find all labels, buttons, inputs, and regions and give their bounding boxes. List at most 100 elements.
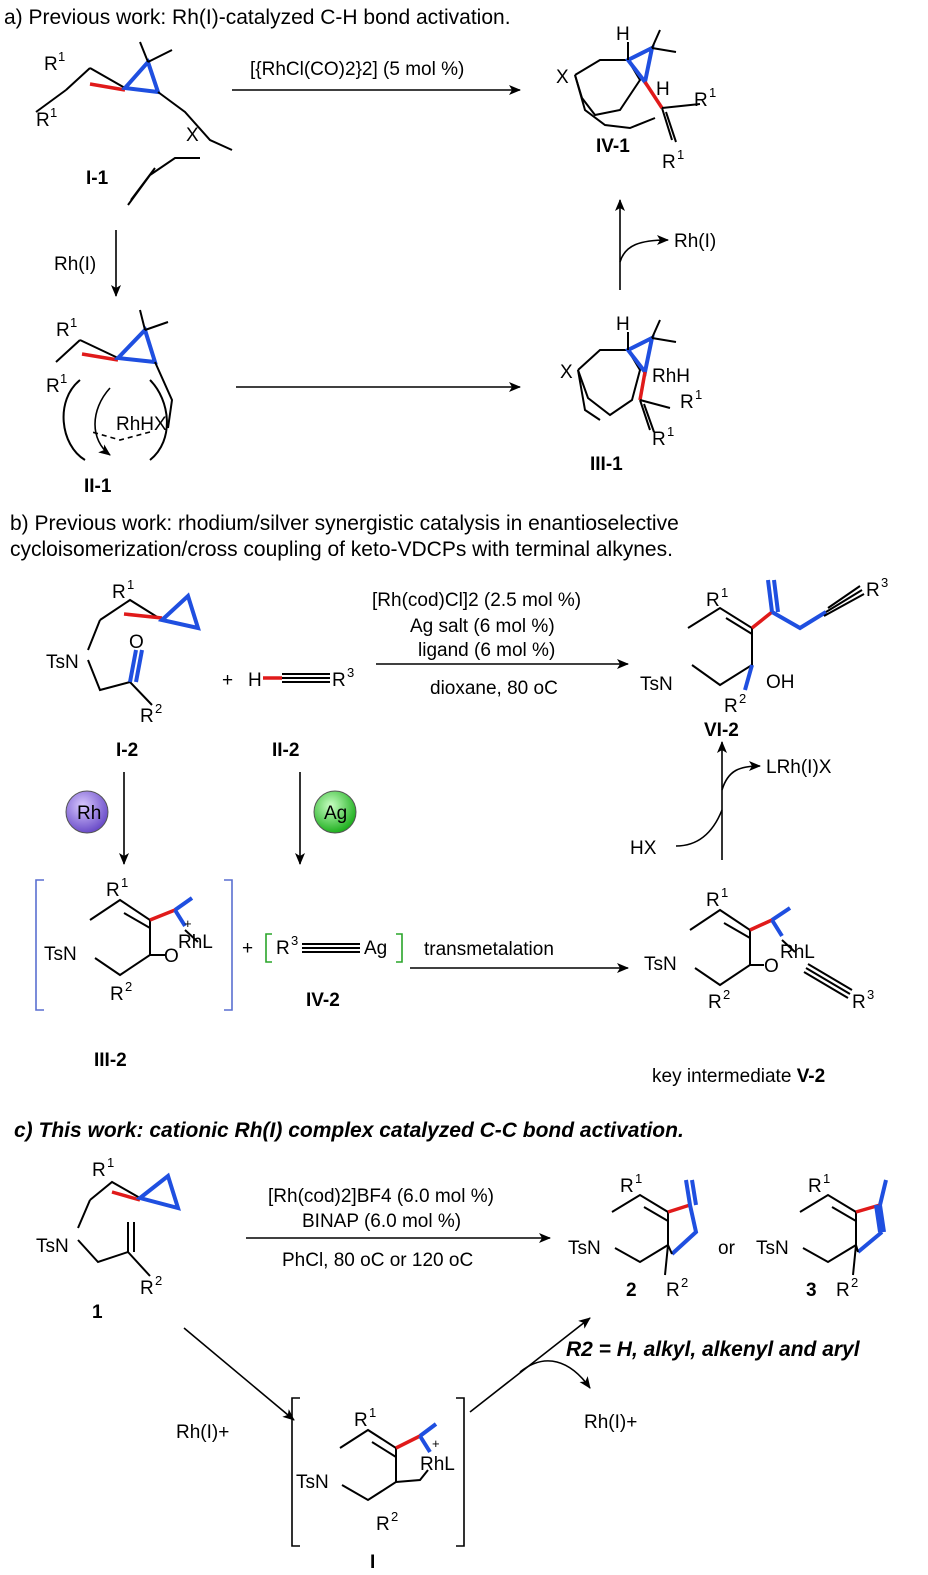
conditions-b-line4: dioxane, 80 oC [430,678,558,699]
r-label: R [652,429,666,450]
rh-catalyst-badge: Rh [65,790,109,834]
compound-label-I: I [370,1552,375,1573]
r-superscript: 1 [677,147,684,162]
curved-arrow [619,235,669,263]
r-superscript: 2 [125,979,132,994]
compound-label-I-2: I-2 [116,740,138,761]
compound-label-II-1: II-1 [84,476,112,497]
plus-sign: + [222,670,233,691]
r-label: R [112,582,126,603]
r-superscript: 1 [695,387,702,402]
compound-label-III-1: III-1 [590,454,623,475]
compound-label-IV-1: IV-1 [596,136,630,157]
x-label: X [556,67,569,88]
conditions-b-line1: [Rh(cod)Cl]2 (2.5 mol %) [372,590,581,611]
compound-label-I-1: I-1 [86,168,109,189]
r-superscript: 3 [881,575,888,590]
section-b-title-line2: cycloisomerization/cross coupling of ket… [10,538,673,561]
r-label: R [694,90,708,111]
compound-III-1-structure: X H RhH R 1 R 1 [560,314,702,450]
compound-label-IV-2: IV-2 [306,990,340,1011]
o-label: O [764,956,779,977]
r-superscript: 1 [121,875,128,890]
r-label: R [706,590,720,611]
key-intermediate-label: key intermediate V-2 [652,1066,825,1087]
rhh-label: RhH [652,366,690,387]
r-label: R [276,938,290,959]
tsn-label: TsN [36,1236,69,1257]
r-label: R [662,152,676,173]
r-label: R [92,1160,106,1181]
rhl-label: RhL [420,1454,455,1475]
compound-label-II-2: II-2 [272,740,299,761]
rh-plus-label: Rh(I)+ [176,1422,229,1443]
h-label: H [248,670,262,691]
compound-1-structure: TsN R 1 R 2 [36,1155,181,1299]
charge-label: + [432,1436,440,1451]
scope-label: R2 = H, alkyl, alkenyl and aryl [566,1338,861,1361]
r-superscript: 1 [369,1405,376,1420]
svg-text:Ag: Ag [324,803,347,824]
r-label: R [620,1176,634,1197]
r-superscript: 1 [721,885,728,900]
compound-VI-2-structure: TsN R 1 OH R 2 R 3 [640,575,888,717]
conditions-b-line2: Ag salt (6 mol %) [410,616,555,637]
step-arrow [183,1327,295,1421]
r-label: R [332,670,346,691]
r-superscript: 1 [58,49,65,64]
r-label: R [56,320,70,341]
conditions-c-line3: PhCl, 80 oC or 120 oC [282,1250,473,1271]
r-superscript: 1 [667,424,674,439]
r-superscript: 1 [70,315,77,330]
tsn-label: TsN [296,1472,329,1493]
ag-catalyst-badge: Ag [313,790,357,834]
r-superscript: 2 [681,1275,688,1290]
r-superscript: 3 [291,933,298,948]
rh-catalyst-label: Rh(I) [54,254,96,275]
rhl-label: RhL [178,932,213,953]
r-label: R [140,1278,154,1299]
r-superscript: 2 [723,987,730,1002]
curved-arrow [675,809,723,847]
o-label: O [164,946,179,967]
h-label: H [616,314,630,335]
compound-2-structure: TsN R 1 R 2 [568,1171,699,1301]
h-label: H [616,24,630,45]
x-label: X [560,362,573,383]
curved-arrow [519,1360,591,1389]
section-b-title-line1: b) Previous work: rhodium/silver synergi… [10,512,679,535]
bracket-I [291,1397,465,1547]
r-superscript: 2 [391,1509,398,1524]
r-label: R [44,54,58,75]
compound-label-1: 1 [92,1302,103,1323]
r-superscript: 2 [851,1275,858,1290]
r-superscript: 1 [635,1171,642,1186]
compound-I-1-structure: R 1 R 1 X [35,41,233,206]
r-label: R [724,696,738,717]
section-c-title: c) This work: cationic Rh(I) complex cat… [14,1119,684,1142]
compound-II-1-structure: R 1 R 1 RhHX [46,309,174,461]
tsn-label: TsN [640,674,673,695]
bracket-IV-2 [265,933,403,963]
hx-label: HX [630,838,657,859]
r-label: R [836,1280,850,1301]
r-label: R [140,706,154,727]
r-label: R [706,890,720,911]
r-superscript: 2 [155,701,162,716]
x-label: X [186,125,199,146]
r-label: R [376,1514,390,1535]
r-superscript: 1 [107,1155,114,1170]
tsn-label: TsN [44,944,77,965]
conditions-c-line1: [Rh(cod)2]BF4 (6.0 mol %) [268,1186,494,1207]
svg-text:Rh: Rh [77,803,101,824]
h-label: H [656,79,670,100]
rhl-label: RhL [780,942,815,963]
r-superscript: 3 [867,987,874,1002]
compound-I-2-structure: TsN R 1 O R 2 [46,577,201,727]
rh-plus-release-label: Rh(I)+ [584,1412,637,1433]
compound-label-VI-2: VI-2 [704,720,739,741]
r-label: R [852,992,866,1013]
r-label: R [354,1410,368,1431]
r-label: R [708,992,722,1013]
compound-I-structure: TsN R 1 RhL + R 2 [296,1405,455,1535]
